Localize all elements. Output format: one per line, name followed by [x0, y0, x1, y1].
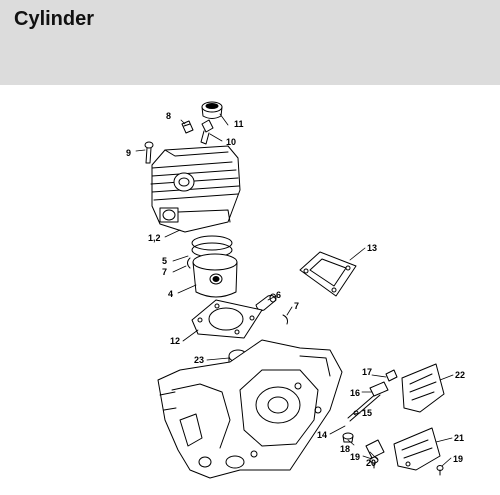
callout-20: 20: [366, 458, 376, 468]
cover-plate[interactable]: [393, 427, 441, 471]
sprocket-cover[interactable]: [401, 363, 445, 413]
callout-11: 11: [234, 119, 244, 129]
callout-12: 12: [170, 336, 180, 346]
callout-1-2: 1,2: [148, 233, 161, 243]
plug[interactable]: [181, 120, 194, 134]
thrust-washer[interactable]: [342, 432, 354, 443]
piston[interactable]: [192, 253, 238, 298]
spring-plate[interactable]: [365, 439, 385, 459]
cover-screw[interactable]: [436, 465, 444, 476]
callout-17: 17: [362, 367, 372, 377]
callout-15: 15: [362, 408, 372, 418]
cylinder-screw[interactable]: [144, 141, 154, 164]
decompression-valve-cap[interactable]: [201, 101, 223, 119]
circlip-right[interactable]: [282, 314, 288, 325]
callout-7-left: 7: [162, 267, 167, 277]
flange-gasket[interactable]: [299, 251, 357, 297]
callout-19-left: 19: [350, 452, 360, 462]
tensioner-slide[interactable]: [369, 381, 389, 397]
callout-16: 16: [350, 388, 360, 398]
callout-22: 22: [455, 370, 465, 380]
circlip-left[interactable]: [187, 257, 191, 269]
cylinder-gasket[interactable]: [191, 299, 263, 339]
callout-14: 14: [317, 430, 327, 440]
callout-8: 8: [166, 111, 171, 121]
cylinder[interactable]: [150, 145, 241, 233]
piston-pin[interactable]: [255, 293, 277, 311]
callout-labels: 8 11 9 10 1,2 13 5 7 4 6 7 12 23 17 22 1…: [126, 111, 465, 468]
callout-6: 6: [276, 290, 281, 300]
crankcase[interactable]: [157, 339, 343, 479]
callout-4: 4: [168, 289, 173, 299]
callout-9: 9: [126, 148, 131, 158]
callout-19-right: 19: [453, 454, 463, 464]
page-title: Cylinder: [14, 8, 95, 30]
callout-23: 23: [194, 355, 204, 365]
callout-10: 10: [226, 137, 236, 147]
page-header: Cylinder: [0, 0, 500, 85]
adjusting-screw[interactable]: [385, 369, 398, 382]
callout-18: 18: [340, 444, 350, 454]
decompression-valve[interactable]: [200, 119, 214, 145]
callout-13: 13: [367, 243, 377, 253]
callout-7-right: 7: [294, 301, 299, 311]
leader-lines: [135, 113, 454, 467]
callout-5: 5: [162, 256, 167, 266]
callout-21: 21: [454, 433, 464, 443]
